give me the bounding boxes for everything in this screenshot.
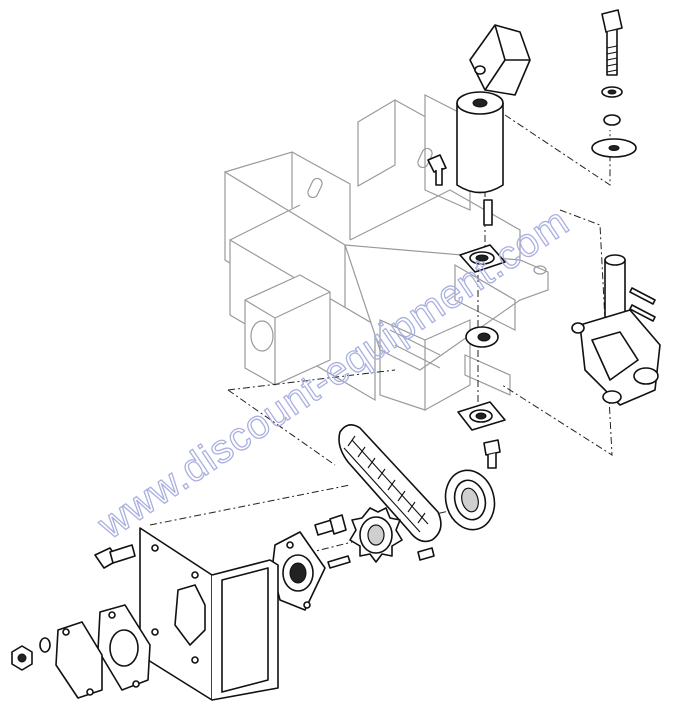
hex-bolt-lower	[483, 439, 501, 469]
key	[327, 555, 351, 569]
upper-flange-bearing	[459, 244, 506, 273]
shaft-pins	[629, 287, 656, 322]
nut-upper	[603, 114, 621, 126]
drive-chain	[338, 424, 442, 543]
mounting-plate	[139, 527, 279, 701]
roll-pin	[483, 199, 493, 226]
set-screw	[417, 547, 435, 561]
hub-collar	[465, 326, 499, 348]
mount-bracket	[469, 24, 531, 96]
cover-plate	[55, 621, 103, 699]
spindle-housing	[456, 91, 504, 194]
front-flange-bearing	[271, 531, 326, 611]
sprocket	[349, 507, 403, 563]
flat-washer	[591, 138, 637, 158]
lock-washer	[601, 86, 623, 98]
hex-bolt-upper	[427, 154, 447, 186]
bolt-middle	[314, 514, 347, 536]
hex-nut-lower	[11, 645, 33, 671]
washer-lower	[39, 637, 51, 653]
seal-ring	[444, 469, 496, 531]
lower-flange-bearing	[457, 401, 506, 431]
gearbox-housing	[571, 309, 661, 406]
hex-bolt-plate	[94, 544, 136, 569]
gasket-plate	[97, 604, 151, 691]
carriage-bolt	[601, 9, 623, 76]
frame-assembly	[224, 94, 549, 411]
